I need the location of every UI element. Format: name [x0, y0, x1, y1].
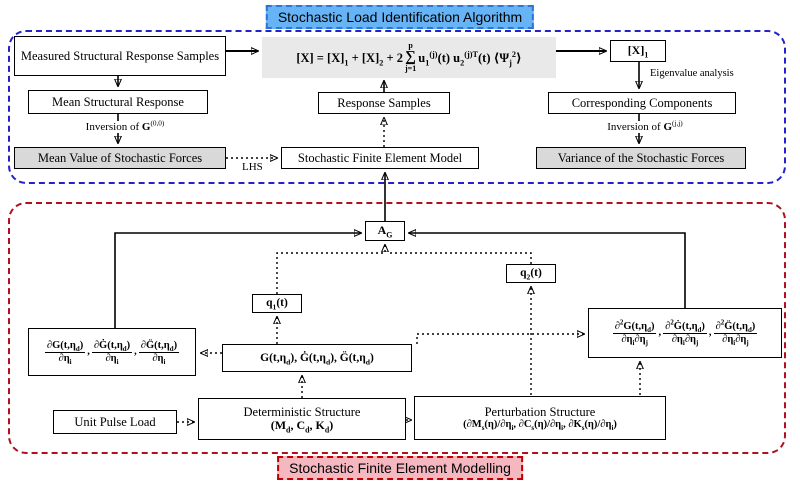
node-sfem-model: Stochastic Finite Element Model — [281, 147, 479, 169]
dotted-arrow-q1-to-ag — [276, 245, 385, 294]
dotted-arrow-impulse-to-second-derivatives — [416, 334, 584, 344]
equation-post: u1(j)(t) u2(j)T(t) ⟨Ψj2⟩ — [418, 49, 522, 67]
dotted-line-q2-to-ag-junction — [390, 252, 532, 264]
second-derivative-fraction: ∂2Ġ(t,ηd) ∂ηi∂ηj — [663, 319, 707, 347]
finite-element-modelling-container — [8, 202, 786, 454]
node-equation: [X] = [X]1 + [X]2 + 2 p ∑ j=1 u1(j)(t) u… — [262, 37, 556, 78]
label-inversion-gjj: Inversion of G(j,j) — [586, 120, 704, 134]
node-x1: [X]1 — [610, 40, 666, 62]
mean-response-label: Mean Structural Response — [52, 95, 184, 109]
label-inversion-g00: Inversion of G(0,0) — [64, 120, 186, 134]
first-derivative-fraction: ∂G̈(t,ηd) ∂ηi — [138, 339, 180, 366]
node-mean-forces: Mean Value of Stochastic Forces — [14, 147, 226, 169]
second-derivative-fraction: ∂2G(t,ηd) ∂ηi∂ηj — [612, 319, 657, 347]
label-lhs: LHS — [240, 161, 265, 174]
second-derivative-fraction: ∂2G̈(t,ηd) ∂ηi∂ηj — [713, 319, 758, 347]
deterministic-structure-title: Deterministic Structure — [243, 405, 361, 420]
ag-label: AG — [377, 223, 393, 240]
sfem-model-label: Stochastic Finite Element Model — [297, 151, 463, 165]
summation-symbol: p ∑ j=1 — [405, 42, 416, 72]
first-derivative-fraction: ∂Ġ(t,ηd) ∂ηi — [91, 339, 133, 366]
mean-forces-label: Mean Value of Stochastic Forces — [37, 151, 203, 165]
deterministic-structure-params: (Md, Cd, Kd) — [270, 418, 334, 435]
q2-label: q2(t) — [520, 267, 542, 282]
node-mean-response: Mean Structural Response — [28, 90, 208, 114]
x1-label: [X]1 — [627, 43, 649, 60]
node-second-derivatives: ∂2G(t,ηd) ∂ηi∂ηj , ∂2Ġ(t,ηd) ∂ηi∂ηj , ∂2… — [588, 308, 782, 358]
arrow-first-derivatives-to-ag — [114, 233, 361, 328]
node-perturbation-structure: Perturbation Structure (∂Ms(η)/∂ηi, ∂Cs(… — [414, 396, 666, 440]
measured-samples-label: Measured Structural Response Samples — [20, 49, 220, 63]
node-unit-pulse-load: Unit Pulse Load — [53, 410, 177, 434]
node-measured-samples: Measured Structural Response Samples — [14, 36, 226, 76]
separator: , — [658, 327, 662, 339]
corresponding-components-label: Corresponding Components — [571, 96, 713, 110]
sigma-glyph: ∑ — [405, 49, 416, 66]
top-section-banner: Stochastic Load Identification Algorithm — [265, 5, 535, 29]
node-variance-forces: Variance of the Stochastic Forces — [536, 147, 746, 169]
response-samples-label: Response Samples — [337, 96, 431, 110]
arrow-second-derivatives-to-ag — [409, 233, 686, 308]
separator: , — [87, 346, 90, 358]
node-first-derivatives: ∂G(t,ηd) ∂ηi , ∂Ġ(t,ηd) ∂ηi , ∂G̈(t,ηd) … — [28, 328, 196, 376]
q1-label: q1(t) — [266, 297, 288, 312]
unit-pulse-load-label: Unit Pulse Load — [74, 415, 156, 429]
impulse-responses-label: G(t,ηd), Ġ(t,ηd), G̈(t,ηd) — [260, 351, 374, 366]
perturbation-structure-title: Perturbation Structure — [484, 405, 596, 420]
sum-lower-limit: j=1 — [405, 63, 417, 73]
bottom-section-banner: Stochastic Finite Element Modelling — [277, 456, 523, 480]
node-deterministic-structure: Deterministic Structure (Md, Cd, Kd) — [198, 398, 406, 440]
node-q2: q2(t) — [506, 264, 556, 283]
separator: , — [708, 327, 712, 339]
node-ag: AG — [365, 221, 405, 241]
perturbation-structure-params: (∂Ms(η)/∂ηi, ∂Cs(η)/∂ηi, ∂Ks(η)/∂ηi) — [463, 419, 617, 433]
variance-forces-label: Variance of the Stochastic Forces — [557, 151, 725, 165]
separator: , — [134, 346, 137, 358]
node-response-samples: Response Samples — [318, 92, 450, 114]
label-eigenvalue-analysis: Eigenvalue analysis — [648, 68, 736, 80]
node-impulse-responses: G(t,ηd), Ġ(t,ηd), G̈(t,ηd) — [222, 344, 412, 372]
node-corresponding-components: Corresponding Components — [548, 92, 736, 114]
equation-pre: [X] = [X]1 + [X]2 + 2 — [296, 50, 403, 67]
identification-algorithm-container — [8, 30, 786, 184]
first-derivative-fraction: ∂G(t,ηd) ∂ηi — [44, 339, 86, 366]
sum-upper-limit: p — [408, 41, 413, 51]
node-q1: q1(t) — [252, 294, 302, 313]
